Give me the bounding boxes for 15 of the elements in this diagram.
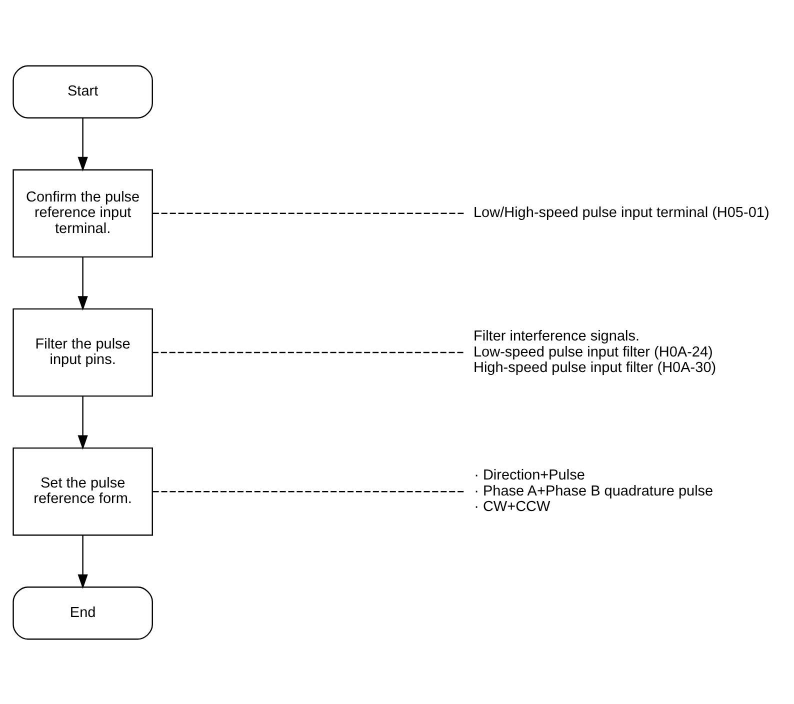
node-box: Start xyxy=(12,64,153,118)
node-box: Set the pulse reference form. xyxy=(12,446,153,536)
arrow xyxy=(78,534,88,588)
node-text: Filter interference signals. Low-speed pulse input filter (H0A-24) High-speed pulse input filter (H0A-30) xyxy=(474,328,716,376)
arrow xyxy=(78,118,88,171)
connector xyxy=(152,351,464,353)
connector xyxy=(152,212,464,214)
node-text: · Direction+Pulse · Phase A+Phase B quadrature pulse · CW+CCW xyxy=(474,467,714,515)
node-text: Low/High-speed pulse input terminal (H05-01) xyxy=(474,204,770,221)
node-box: Confirm the pulse reference input terminal. xyxy=(12,168,153,258)
node-box: Filter the pulse input pins. xyxy=(12,308,153,396)
arrow xyxy=(78,396,88,450)
connector xyxy=(152,490,464,492)
node-box: End xyxy=(12,586,153,640)
arrow xyxy=(78,256,88,310)
